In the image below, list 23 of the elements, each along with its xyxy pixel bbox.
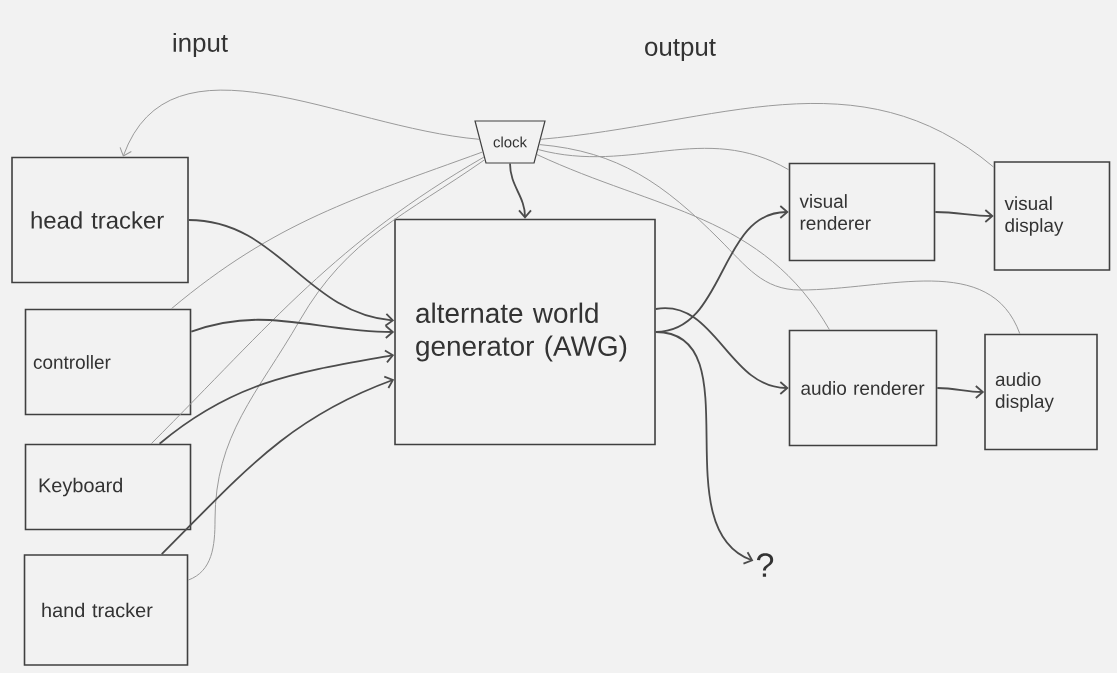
arrow	[934, 209, 994, 223]
clock-box: clock	[474, 120, 546, 164]
process-box: alternate world generator (AWG)	[394, 218, 656, 446]
process-box: visual renderer	[788, 162, 936, 262]
arrow	[509, 162, 532, 219]
process-box: head tracker	[11, 156, 189, 284]
arrow	[187, 219, 395, 327]
arrow	[160, 375, 395, 556]
heading: output	[645, 38, 716, 62]
process-box: hand tracker	[23, 554, 189, 666]
process-box: audio display	[984, 333, 1098, 451]
arrow	[190, 318, 395, 339]
process-box: audio renderer	[788, 329, 938, 447]
arrow	[119, 90, 480, 157]
arrow	[158, 349, 395, 445]
question-mark: ?	[757, 553, 774, 577]
heading: input	[173, 32, 228, 58]
arrow	[654, 331, 754, 565]
process-box: visual display	[993, 161, 1111, 271]
arrow	[936, 385, 985, 399]
process-box: Keyboard	[24, 443, 192, 531]
arrow	[654, 307, 789, 395]
process-box: controller	[24, 308, 192, 416]
